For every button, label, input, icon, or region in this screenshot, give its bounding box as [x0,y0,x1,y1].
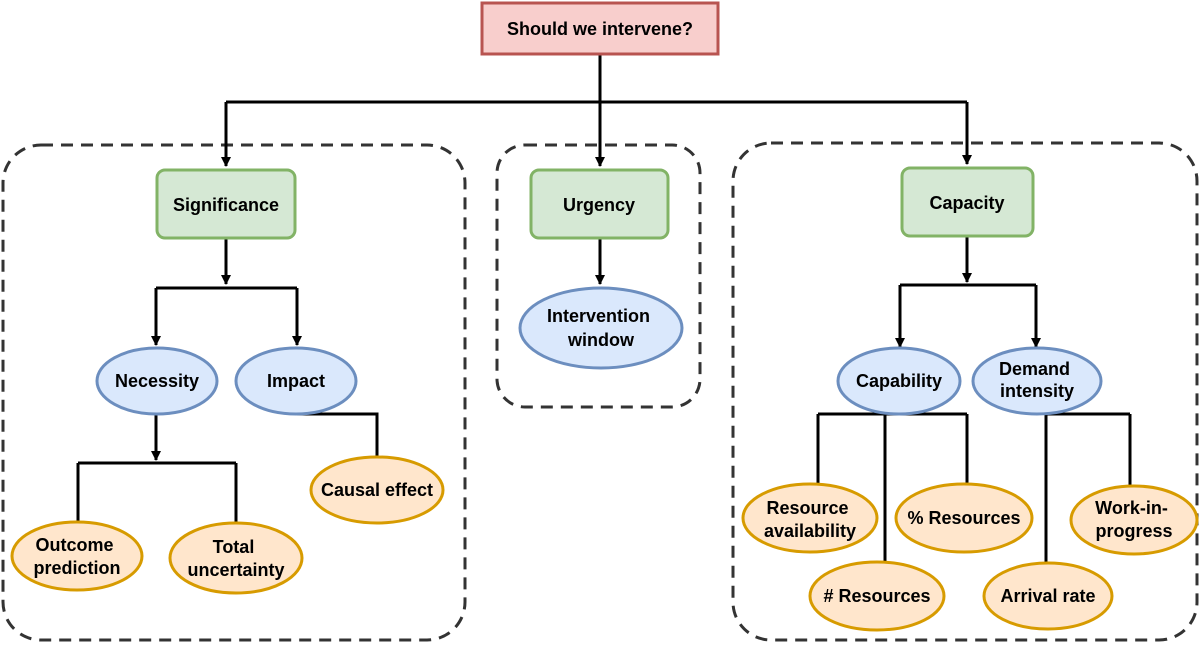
demand-intensity-label: Demand intensity [999,359,1075,401]
capability-label: Capability [856,371,942,391]
urgency-label: Urgency [563,195,635,215]
significance-label: Significance [173,195,279,215]
impact-node: Impact [234,346,358,416]
intervention-window-label: Intervention window [547,306,655,350]
capacity-node: Capacity [900,166,1035,238]
resource-availability-node: Resource availability [741,482,879,554]
edges [76,54,1132,564]
necessity-label: Necessity [115,371,199,391]
capacity-label: Capacity [929,193,1004,213]
impact-label: Impact [267,371,325,391]
necessity-node: Necessity [95,346,219,416]
intervention-window-node: Intervention window [518,286,684,370]
edge-impact-to-causal [297,412,379,456]
arrival-rate-node: Arrival rate [982,561,1114,631]
capacity-group [731,141,1199,642]
pct-resources-label: % Resources [907,508,1020,528]
outcome-prediction-label: Outcome prediction [33,535,120,578]
significance-node: Significance [155,168,297,240]
root-node: Should we intervene? [480,1,720,56]
demand-intensity-node: Demand intensity [971,346,1103,416]
causal-effect-label: Causal effect [321,480,433,500]
causal-effect-node: Causal effect [309,455,445,525]
arrival-rate-label: Arrival rate [1000,586,1095,606]
work-in-progress-label: Work-in- progress [1095,498,1173,541]
num-resources-node: # Resources [808,560,946,632]
total-uncertainty-label: Total uncertainty [187,537,284,580]
capability-node: Capability [836,346,962,416]
root-label: Should we intervene? [507,19,693,39]
outcome-prediction-node: Outcome prediction [10,520,144,592]
pct-resources-node: % Resources [894,482,1034,554]
num-resources-label: # Resources [823,586,930,606]
total-uncertainty-node: Total uncertainty [168,521,304,595]
urgency-node: Urgency [529,168,670,240]
work-in-progress-node: Work-in- progress [1069,484,1199,556]
resource-availability-label: Resource availability [764,498,856,541]
